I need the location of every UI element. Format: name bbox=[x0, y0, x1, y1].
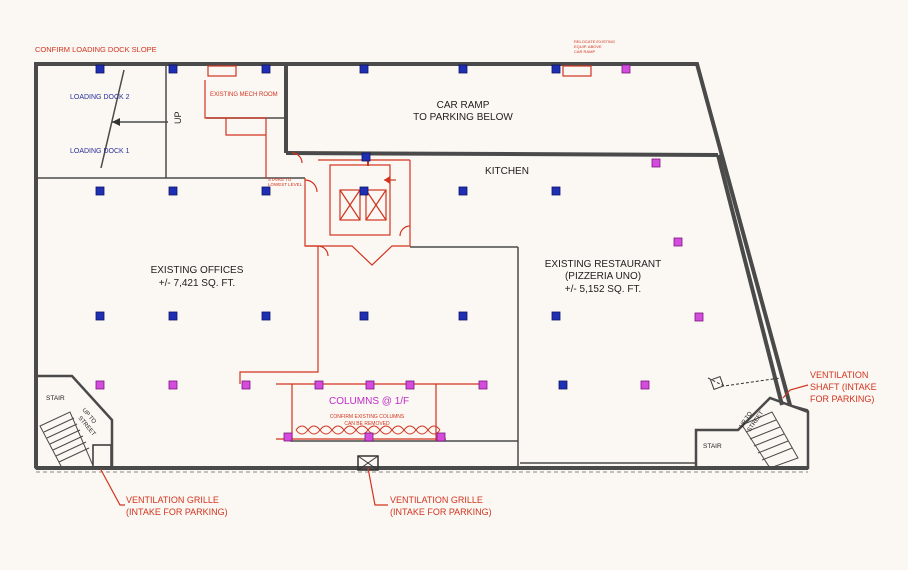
car-ramp-label-2: TO PARKING BELOW bbox=[413, 112, 513, 123]
column-grid bbox=[95, 64, 704, 442]
vent-grille-left-1: VENTILATION GRILLE bbox=[126, 495, 219, 505]
restaurant-label: EXISTING RESTAURANT bbox=[545, 259, 662, 270]
existing-column bbox=[361, 152, 371, 162]
vent-shaft-1: VENTILATION bbox=[810, 370, 868, 380]
existing-column bbox=[458, 186, 468, 196]
offices-area: +/- 7,421 SQ. FT. bbox=[159, 278, 235, 289]
stair-right-label: STAIR bbox=[703, 443, 722, 450]
upper-column bbox=[436, 432, 446, 442]
upper-column bbox=[694, 312, 704, 322]
existing-column bbox=[168, 311, 178, 321]
lowest-level-label-2: LOWEST LEVEL bbox=[268, 182, 303, 187]
loading-slope-note: CONFIRM LOADING DOCK SLOPE bbox=[35, 45, 157, 54]
upper-column bbox=[478, 380, 488, 390]
existing-column bbox=[458, 64, 468, 74]
upper-column bbox=[241, 380, 251, 390]
top-right-note-line-3: CAR RAMP bbox=[574, 49, 595, 54]
existing-column bbox=[458, 311, 468, 321]
upper-column bbox=[365, 380, 375, 390]
existing-column bbox=[551, 311, 561, 321]
existing-column bbox=[95, 64, 105, 74]
car-ramp-label-1: CAR RAMP bbox=[437, 100, 490, 111]
loading-dock-1-label: LOADING DOCK 1 bbox=[70, 148, 130, 155]
restaurant-area: +/- 5,152 SQ. FT. bbox=[565, 284, 641, 295]
columns-note-1: CONFIRM EXISTING COLUMNS bbox=[330, 414, 405, 420]
existing-column bbox=[261, 311, 271, 321]
upper-column bbox=[405, 380, 415, 390]
interior-walls bbox=[36, 66, 784, 469]
existing-column bbox=[359, 64, 369, 74]
upper-column bbox=[364, 432, 374, 442]
top-right-note-line-2: EQUIP. ABOVE bbox=[574, 44, 602, 49]
vent-grille-center-2: (INTAKE FOR PARKING) bbox=[390, 507, 492, 517]
upper-column bbox=[283, 432, 293, 442]
existing-column bbox=[551, 186, 561, 196]
existing-column bbox=[551, 64, 561, 74]
stair-left-label: STAIR bbox=[46, 395, 65, 402]
existing-column bbox=[168, 64, 178, 74]
vent-shaft-2: SHAFT (INTAKE bbox=[810, 382, 877, 392]
columns-label: COLUMNS @ 1/F bbox=[329, 396, 409, 407]
upper-column bbox=[673, 237, 683, 247]
stair-right bbox=[694, 396, 810, 470]
upper-column bbox=[168, 380, 178, 390]
restaurant-subtitle: (PIZZERIA UNO) bbox=[565, 271, 641, 282]
upper-column bbox=[640, 380, 650, 390]
existing-column bbox=[168, 186, 178, 196]
vent-grille-left-2: (INTAKE FOR PARKING) bbox=[126, 507, 228, 517]
top-right-note-line-1: RELOCATE EXISTING bbox=[574, 39, 615, 44]
existing-column bbox=[261, 186, 271, 196]
upper-column bbox=[621, 64, 631, 74]
existing-column bbox=[95, 311, 105, 321]
upper-column bbox=[314, 380, 324, 390]
upper-column bbox=[95, 380, 105, 390]
loading-dock-2-label: LOADING DOCK 2 bbox=[70, 94, 130, 101]
upper-column bbox=[651, 158, 661, 168]
vent-shaft-3: FOR PARKING) bbox=[810, 394, 874, 404]
columns-note-2: CAN BE REMOVED bbox=[344, 421, 390, 427]
vent-grille-center-1: VENTILATION GRILLE bbox=[390, 495, 483, 505]
offices-label: EXISTING OFFICES bbox=[151, 265, 244, 276]
stair-left bbox=[34, 374, 114, 470]
lowest-level-label-1: STAIRS TO bbox=[268, 177, 292, 182]
existing-column bbox=[261, 64, 271, 74]
up-label: UP bbox=[173, 111, 183, 124]
existing-column bbox=[95, 186, 105, 196]
existing-column bbox=[359, 186, 369, 196]
existing-column bbox=[359, 311, 369, 321]
mech-room-label: EXISTING MECH ROOM bbox=[210, 92, 278, 98]
kitchen-label: KITCHEN bbox=[485, 166, 529, 177]
existing-column bbox=[558, 380, 568, 390]
